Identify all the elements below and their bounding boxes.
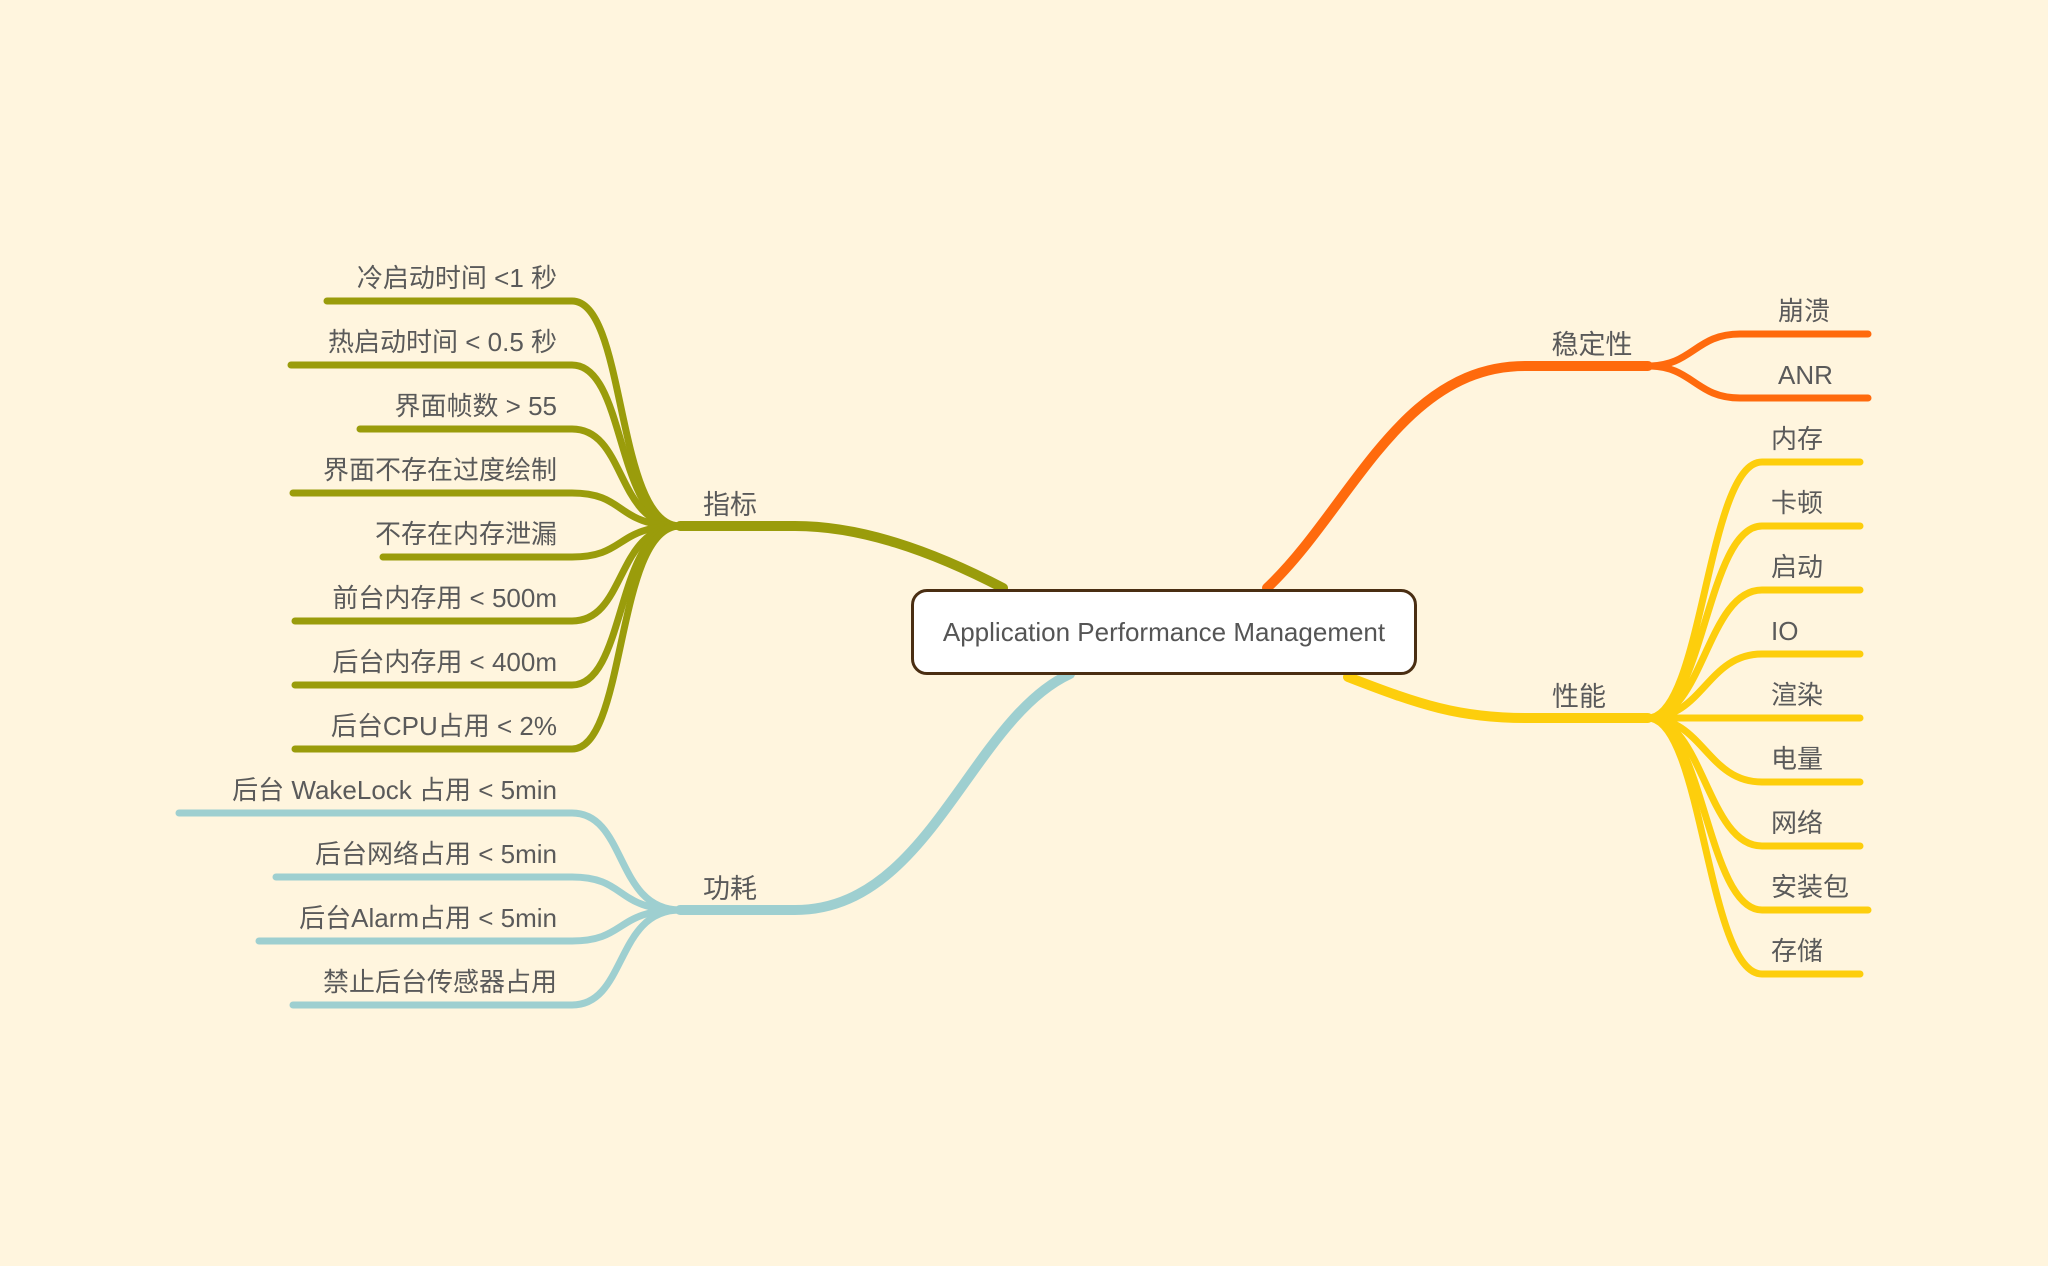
branch-connector-performance <box>1343 672 1653 723</box>
leaf-label-performance-3[interactable]: IO <box>1771 616 1798 646</box>
central-topic-node[interactable]: Application Performance Management <box>911 589 1417 675</box>
leaf-connector-performance-8 <box>1644 714 1864 978</box>
leaf-label-metrics-2[interactable]: 界面帧数 > 55 <box>394 391 557 421</box>
leaf-connector-metrics-7 <box>291 522 684 753</box>
leaf-label-metrics-5[interactable]: 前台内存用 < 500m <box>332 583 557 613</box>
central-topic-label: Application Performance Management <box>942 616 1386 647</box>
leaf-label-stability-0[interactable]: 崩溃 <box>1778 296 1830 326</box>
leaf-label-metrics-4[interactable]: 不存在内存泄漏 <box>375 519 557 549</box>
leaf-connector-stability-0 <box>1644 330 1872 370</box>
leaf-label-performance-5[interactable]: 电量 <box>1771 744 1823 774</box>
leaf-label-power-1[interactable]: 后台网络占用 < 5min <box>315 839 557 869</box>
leaf-label-metrics-3[interactable]: 界面不存在过度绘制 <box>323 455 557 485</box>
leaf-connector-power-3 <box>289 906 684 1009</box>
branch-label-power[interactable]: 功耗 <box>703 874 757 904</box>
branch-connector-metrics <box>675 521 1008 593</box>
leaf-label-performance-4[interactable]: 渲染 <box>1771 680 1823 710</box>
connectors <box>175 297 1872 1009</box>
leaf-label-stability-1[interactable]: ANR <box>1778 360 1833 390</box>
branch-connector-power <box>675 669 1075 915</box>
leaf-label-metrics-7[interactable]: 后台CPU占用 < 2% <box>331 711 557 741</box>
leaf-connector-stability-1 <box>1644 362 1872 402</box>
branch-connector-stability <box>1262 361 1653 593</box>
leaf-label-power-0[interactable]: 后台 WakeLock 占用 < 5min <box>232 775 557 805</box>
leaf-label-performance-0[interactable]: 内存 <box>1771 424 1823 454</box>
branch-label-stability[interactable]: 稳定性 <box>1552 330 1633 360</box>
leaf-label-performance-8[interactable]: 存储 <box>1771 936 1823 966</box>
leaf-label-metrics-6[interactable]: 后台内存用 < 400m <box>332 647 557 677</box>
leaf-label-performance-2[interactable]: 启动 <box>1771 552 1823 582</box>
leaf-label-power-3[interactable]: 禁止后台传感器占用 <box>323 967 557 997</box>
leaf-connector-performance-1 <box>1644 522 1864 722</box>
leaf-label-metrics-0[interactable]: 冷启动时间 <1 秒 <box>357 263 557 293</box>
leaf-label-performance-6[interactable]: 网络 <box>1771 808 1823 838</box>
leaf-label-metrics-1[interactable]: 热启动时间 < 0.5 秒 <box>328 327 557 357</box>
leaf-label-performance-7[interactable]: 安装包 <box>1771 872 1849 902</box>
leaf-label-performance-1[interactable]: 卡顿 <box>1771 488 1823 518</box>
leaf-label-power-2[interactable]: 后台Alarm占用 < 5min <box>299 903 557 933</box>
branch-label-performance[interactable]: 性能 <box>1552 682 1606 712</box>
branch-label-metrics[interactable]: 指标 <box>703 490 757 520</box>
leaf-connector-metrics-1 <box>287 361 684 530</box>
